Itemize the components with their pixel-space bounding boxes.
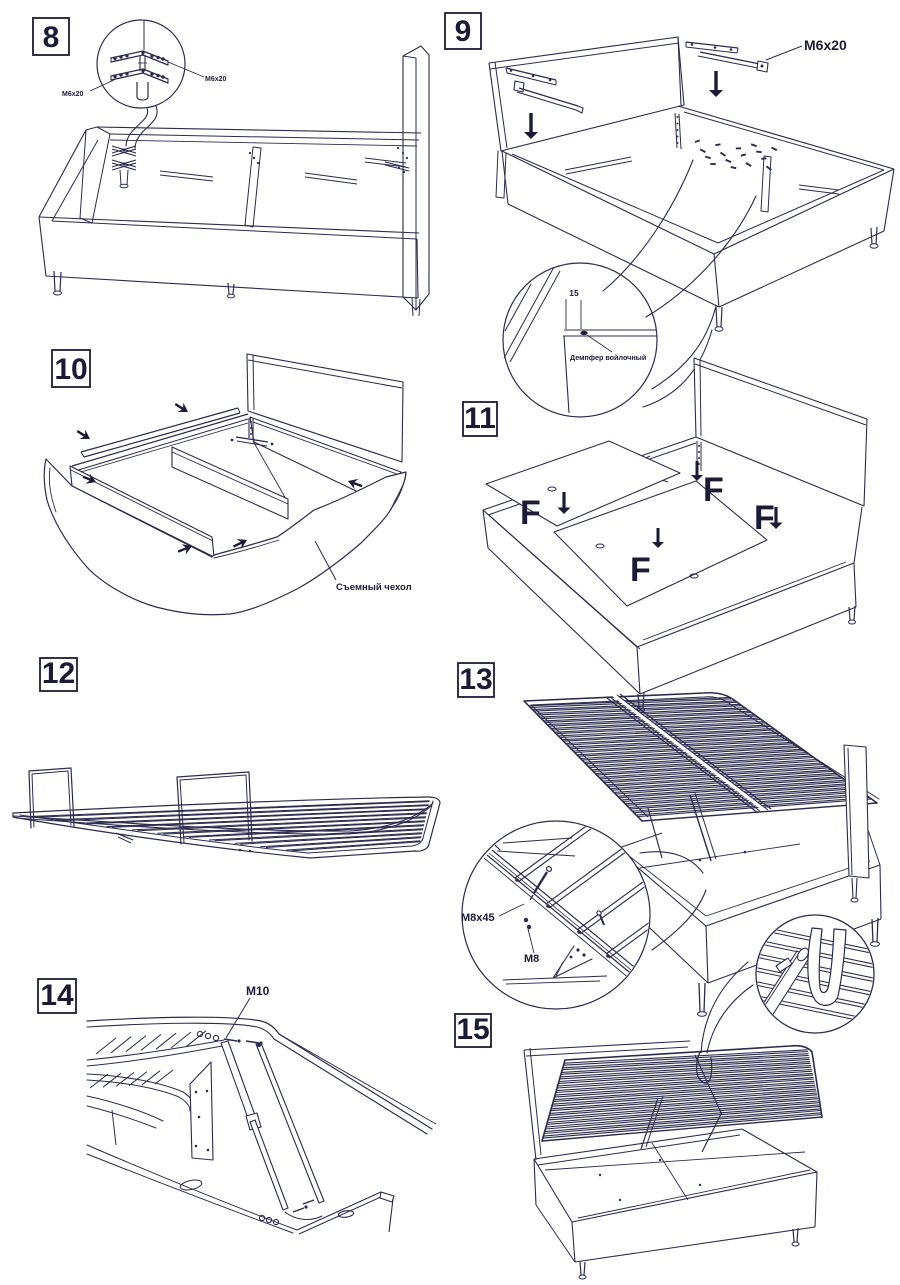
svg-text:F: F bbox=[630, 551, 651, 589]
svg-text:15: 15 bbox=[456, 1013, 489, 1046]
svg-text:М6х20: М6х20 bbox=[205, 76, 227, 83]
svg-text:9: 9 bbox=[455, 15, 472, 48]
svg-text:13: 13 bbox=[459, 663, 492, 696]
svg-text:M10: M10 bbox=[246, 984, 270, 998]
svg-text:М6х20: М6х20 bbox=[62, 91, 84, 98]
svg-text:8: 8 bbox=[43, 21, 60, 54]
svg-text:M8: M8 bbox=[524, 953, 539, 965]
svg-text:Демпфер войлочный: Демпфер войлочный bbox=[570, 353, 646, 362]
svg-text:12: 12 bbox=[42, 657, 75, 690]
svg-text:11: 11 bbox=[464, 402, 496, 435]
svg-text:15: 15 bbox=[569, 288, 579, 298]
svg-text:M6x20: M6x20 bbox=[804, 37, 847, 53]
svg-text:M8x45: M8x45 bbox=[461, 912, 495, 924]
svg-text:Съемный чехол: Съемный чехол bbox=[336, 582, 412, 593]
svg-text:14: 14 bbox=[40, 979, 74, 1012]
svg-text:F: F bbox=[754, 499, 775, 537]
svg-text:10: 10 bbox=[54, 353, 87, 386]
svg-text:F: F bbox=[703, 471, 724, 509]
svg-text:F: F bbox=[520, 494, 541, 532]
